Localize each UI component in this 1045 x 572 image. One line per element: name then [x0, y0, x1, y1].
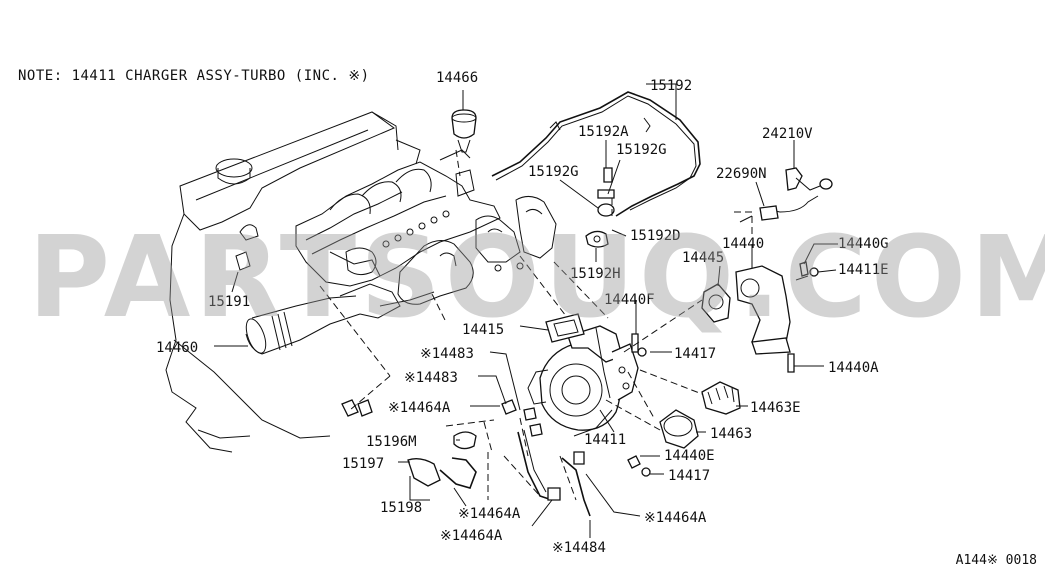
callout-22690N: 22690N [716, 166, 767, 182]
callout-14440G: 14440G [838, 236, 889, 252]
leader-lines [214, 83, 838, 538]
exhaust-manifold-drawing [379, 196, 557, 307]
oil-filter-14466-drawing [451, 109, 477, 153]
callout-14411E: 14411E [838, 262, 889, 278]
callout-14463E: 14463E [750, 400, 801, 416]
callout-14415: 14415 [462, 322, 504, 338]
heat-shield-14463-drawing [659, 381, 741, 449]
intake-manifold-drawing [235, 139, 501, 287]
callout-15192G: 15192G [528, 164, 579, 180]
callout-15192G: 15192G [616, 142, 667, 158]
callout-24210V: 24210V [762, 126, 813, 142]
banjo-fittings-drawing [585, 167, 615, 248]
callout-15198: 15198 [380, 500, 422, 516]
callout-15196M: 15196M [366, 434, 417, 450]
callout-15197: 15197 [342, 456, 384, 472]
callout-14445: 14445 [682, 250, 724, 266]
diagram-note: NOTE: 14411 CHARGER ASSY-TURBO (INC. ※) [18, 68, 370, 84]
intake-hose-14460-drawing [245, 283, 401, 355]
callout-14484: ※14484 [552, 540, 606, 556]
sensor-harness-drawing [739, 167, 833, 223]
callout-14411: 14411 [584, 432, 626, 448]
callout-14483: ※14483 [404, 370, 458, 386]
callout-14440F: 14440F [604, 292, 655, 308]
callout-15192D: 15192D [630, 228, 681, 244]
turbocharger-14411-drawing [527, 325, 639, 437]
callout-14483: ※14483 [420, 346, 474, 362]
oil-pipe-15192-drawing [491, 91, 701, 217]
callout-14417: 14417 [674, 346, 716, 362]
callout-14464A: ※14464A [458, 506, 521, 522]
callout-14460: 14460 [156, 340, 198, 356]
callout-14440: 14440 [722, 236, 764, 252]
engine-block-drawing [165, 111, 399, 453]
callout-14440A: 14440A [828, 360, 879, 376]
callout-14464A: ※14464A [644, 510, 707, 526]
callout-14466: 14466 [436, 70, 478, 86]
outlet-housing-14440-drawing [701, 261, 819, 373]
callout-14440E: 14440E [664, 448, 715, 464]
callout-14464A: ※14464A [388, 400, 451, 416]
assembly-dashed-lines [319, 149, 753, 501]
oil-lines-lower-drawing [341, 333, 651, 517]
callout-15191: 15191 [208, 294, 250, 310]
callout-15192H: 15192H [570, 266, 621, 282]
gasket-14415-drawing [545, 313, 585, 343]
callout-14464A: ※14464A [440, 528, 503, 544]
callout-14463: 14463 [710, 426, 752, 442]
diagram-code: A144※ 0018 [955, 553, 1037, 568]
callout-labels: 14466 15192 15192A 15192G 15192G 15192D … [156, 70, 889, 556]
callout-15192A: 15192A [578, 124, 629, 140]
callout-14417: 14417 [668, 468, 710, 484]
callout-15192: 15192 [650, 78, 692, 94]
